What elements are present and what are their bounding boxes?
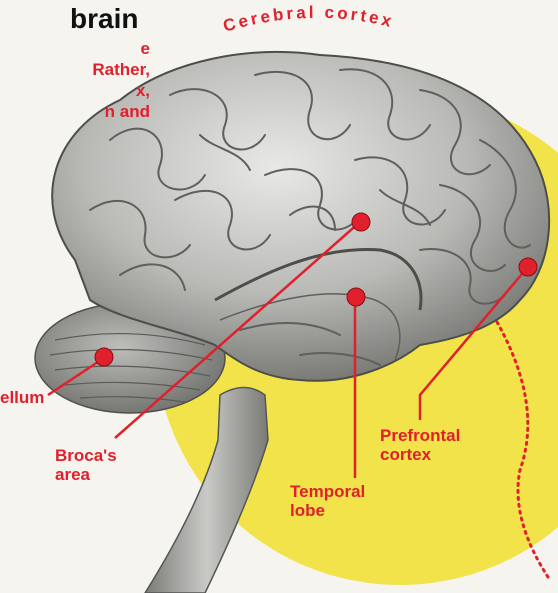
brocas-area-line: area (55, 465, 117, 484)
intro-line: e (0, 38, 150, 59)
intro-line: x, (0, 80, 150, 101)
marker-temporal (347, 288, 365, 306)
intro-text: e Rather, x, n and (0, 38, 150, 122)
marker-cerebellum (95, 348, 113, 366)
brocas-area-line: Broca's (55, 446, 117, 465)
cerebral-cortex-label: Cerebral cortex (221, 3, 396, 36)
marker-brocas (352, 213, 370, 231)
temporal-lobe-line: lobe (290, 501, 365, 520)
prefrontal-cortex-line: Prefrontal (380, 426, 460, 445)
marker-prefrontal (519, 258, 537, 276)
prefrontal-cortex-label: Prefrontal cortex (380, 426, 460, 464)
brocas-area-label: Broca's area (55, 446, 117, 484)
temporal-lobe-line: Temporal (290, 482, 365, 501)
intro-line: Rather, (0, 59, 150, 80)
page-title: brain (70, 4, 138, 34)
cerebellum-label: ellum (0, 388, 44, 407)
intro-line: n and (0, 101, 150, 122)
prefrontal-cortex-line: cortex (380, 445, 460, 464)
temporal-lobe-label: Temporal lobe (290, 482, 365, 520)
